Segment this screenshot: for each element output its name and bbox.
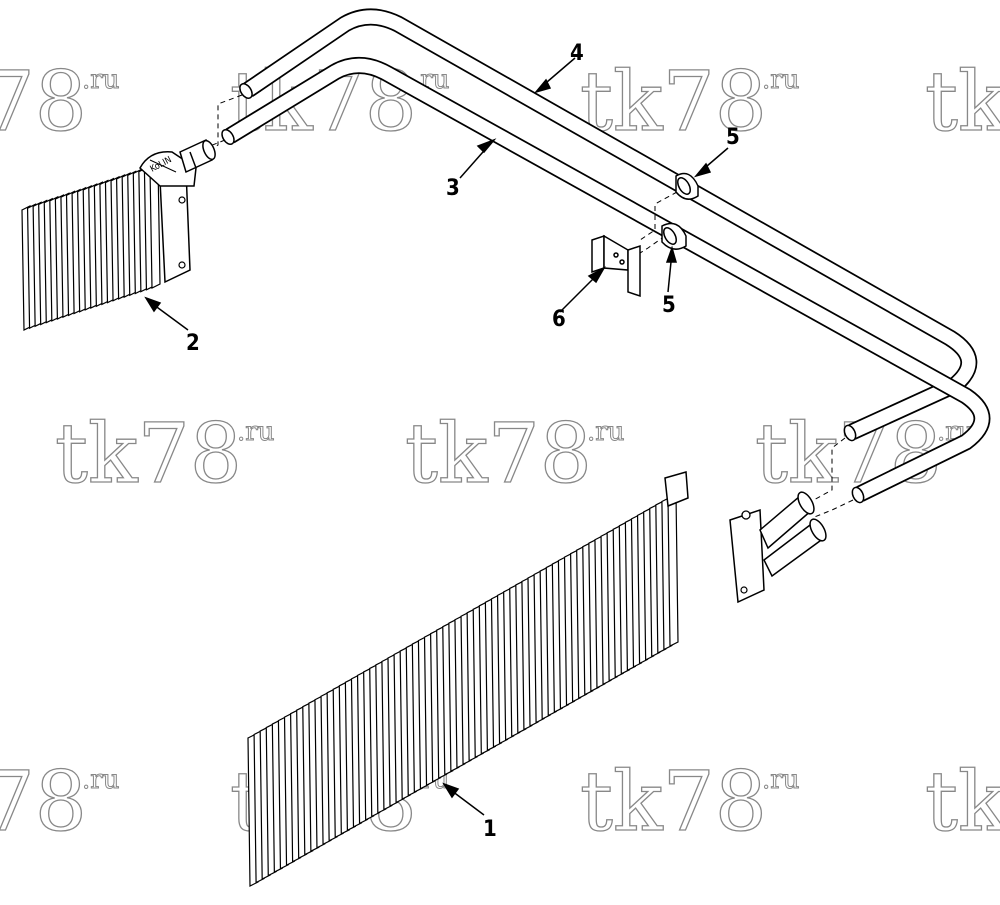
watermark-suffix: .ru <box>762 765 799 795</box>
watermark: tk78 .ru <box>579 54 800 150</box>
callout-labels: 4 3 5 5 6 2 1 <box>186 41 740 842</box>
heater-fin <box>667 493 679 647</box>
watermark-text: tk78 <box>925 55 1000 150</box>
pipe-3 <box>221 57 991 504</box>
clamp-5-lower <box>661 222 687 250</box>
watermark: tk78 .ru <box>924 54 1000 150</box>
pipe-4 <box>239 8 978 442</box>
watermark-text: tk78 <box>580 755 767 850</box>
watermark-suffix: .ru <box>82 65 119 95</box>
watermark-text: tk78 <box>0 755 87 850</box>
bracket-6 <box>591 234 641 298</box>
watermark: tk78 .ru <box>404 406 625 502</box>
watermark-suffix: .ru <box>587 417 624 447</box>
watermark: tk78 .ru <box>0 54 120 150</box>
heater-2-valve <box>179 138 216 174</box>
heater-1-fins <box>247 493 679 887</box>
heater-2: KoLIN <box>21 138 216 331</box>
callout-6: 6 <box>552 307 566 332</box>
assembly-lines <box>194 94 854 519</box>
callout-3: 3 <box>446 176 460 201</box>
watermark: tk78 .ru <box>54 406 275 502</box>
watermark-suffix: .ru <box>762 65 799 95</box>
callout-2: 2 <box>186 331 200 356</box>
watermark: tk78 .ru <box>0 754 120 850</box>
watermark-text: tk78 <box>755 407 942 502</box>
watermark-text: tk78 <box>405 407 592 502</box>
callout-5-lower: 5 <box>662 293 676 318</box>
watermark-text: tk78 <box>0 55 87 150</box>
callout-4: 4 <box>570 41 584 66</box>
watermark: tk78 .ru <box>579 754 800 850</box>
watermark-text: tk78 <box>55 407 242 502</box>
watermark-text: tk78 <box>925 755 1000 850</box>
clamp-5-upper <box>675 172 699 200</box>
heater-1-fittings <box>759 491 827 578</box>
heater-1 <box>247 471 827 887</box>
callout-5-upper: 5 <box>726 125 740 150</box>
callout-1: 1 <box>483 817 497 842</box>
watermark-suffix: .ru <box>82 765 119 795</box>
watermark-suffix: .ru <box>237 417 274 447</box>
leader-lines <box>144 57 729 816</box>
watermark-text: tk78 <box>580 55 767 150</box>
heater-2-fins <box>21 163 161 331</box>
watermark: tk78 .ru <box>924 754 1000 850</box>
